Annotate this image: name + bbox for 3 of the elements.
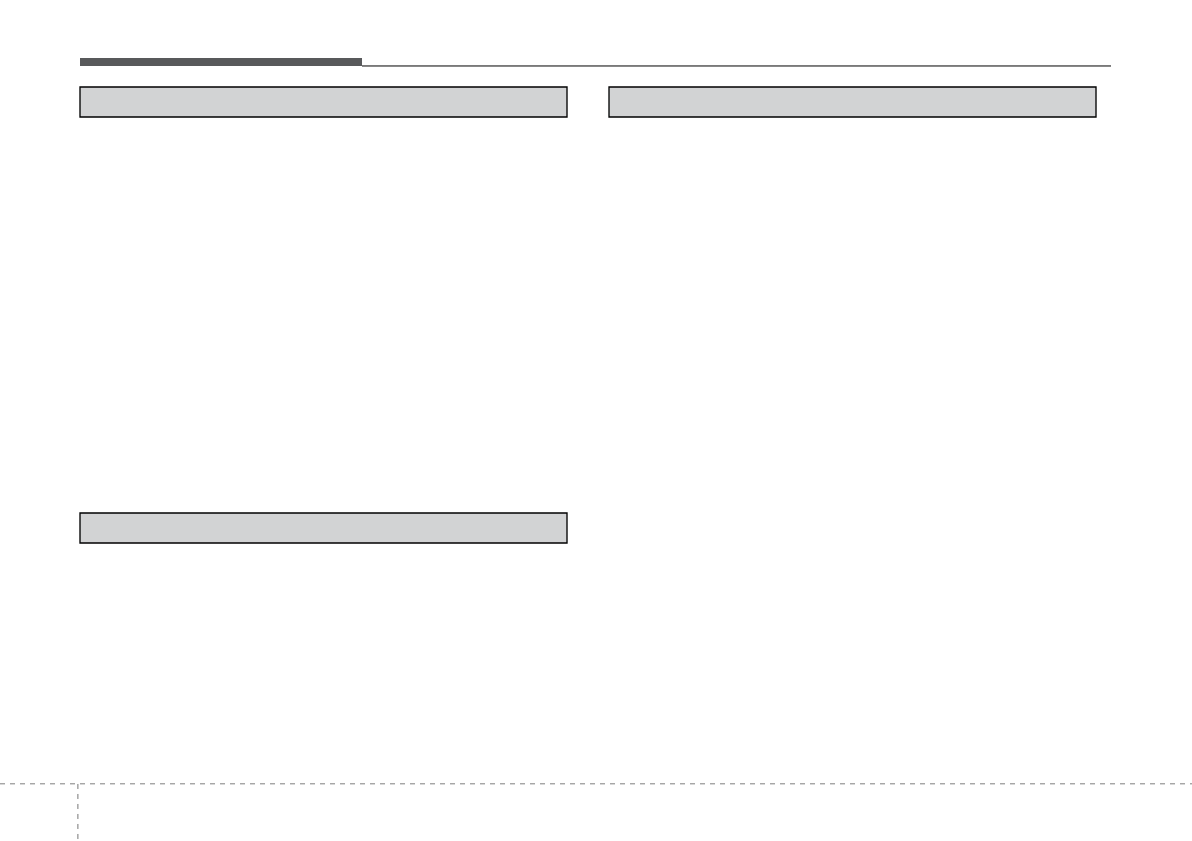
heading-box <box>608 86 1097 118</box>
heading-box <box>79 86 568 118</box>
heading-box <box>79 512 568 544</box>
